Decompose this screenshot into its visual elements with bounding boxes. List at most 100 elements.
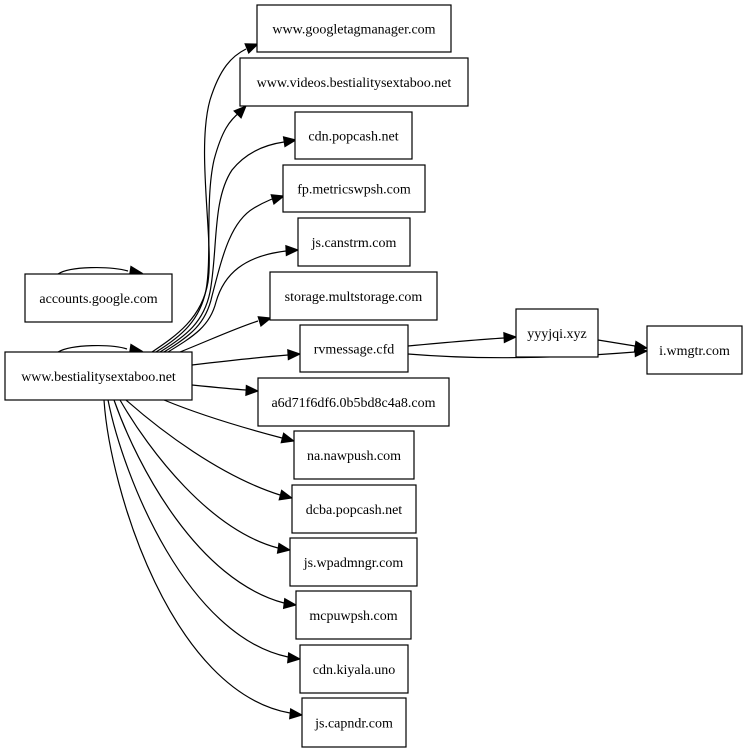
arrowhead-icon [282, 597, 298, 610]
edge-line [163, 198, 273, 353]
node-box [301, 697, 407, 748]
edge-line [167, 250, 287, 353]
node-label: cdn.popcash.net [308, 130, 398, 145]
arrowhead-icon [285, 244, 300, 257]
nodes-layer: www.bestialitysextaboo.net accounts.googl… [4, 4, 743, 748]
edge-line [163, 399, 283, 439]
edge-bestiality-to-cdnkiyala [107, 399, 302, 664]
edge-bestiality-to-nawpush [163, 399, 296, 444]
edge-line [191, 354, 289, 366]
arrowhead-icon [244, 43, 260, 54]
arrowhead-icon [278, 489, 294, 501]
node-label: cdn.kiyala.uno [313, 663, 395, 678]
node-box [299, 644, 409, 694]
node-box [282, 164, 426, 213]
node-box [295, 590, 412, 640]
arrowhead-icon [233, 105, 247, 119]
node-label: accounts.google.com [39, 292, 157, 307]
node-gtm: www.googletagmanager.com [256, 4, 452, 53]
edge-line [113, 399, 285, 604]
node-a6d7: a6d71f6df6.0b5bd8c4a8.com [257, 377, 450, 427]
edge-line [191, 384, 247, 391]
arrowhead-icon [276, 542, 292, 554]
node-rvmessage: rvmessage.cfd [299, 324, 409, 373]
node-box [646, 325, 743, 375]
node-label: rvmessage.cfd [314, 343, 394, 358]
node-videos: www.videos.bestialitysextaboo.net [239, 57, 469, 107]
node-box [297, 217, 411, 267]
edge-line [179, 320, 259, 353]
edge-bestiality-to-jscapndr [103, 399, 304, 720]
node-box [294, 111, 413, 160]
node-label: fp.metricswpsh.com [297, 183, 411, 198]
arrowhead-icon [282, 136, 298, 148]
node-cdnpopcash: cdn.popcash.net [294, 111, 413, 160]
arrowhead-icon [245, 384, 260, 397]
node-label: a6d71f6df6.0b5bd8c4a8.com [271, 396, 435, 411]
edge-bestiality-to-mcpuwpsh [113, 399, 298, 610]
edge-line [151, 48, 247, 353]
node-jswpadmngr: js.wpadmngr.com [289, 537, 418, 587]
node-jscanstrm: js.canstrm.com [297, 217, 411, 267]
arrowhead-icon [503, 331, 518, 344]
edge-line [155, 111, 241, 353]
node-accounts: accounts.google.com [24, 273, 173, 323]
node-iwmgtr: i.wmgtr.com [646, 325, 743, 375]
node-label: i.wmgtr.com [659, 344, 730, 359]
arrowhead-icon [289, 708, 304, 720]
edge-line [597, 339, 636, 347]
edge-line [125, 399, 281, 496]
node-mcpuwpsh: mcpuwpsh.com [295, 590, 412, 640]
node-cdnkiyala: cdn.kiyala.uno [299, 644, 409, 694]
node-box [515, 308, 599, 358]
node-box [291, 484, 417, 534]
node-box [4, 351, 193, 401]
node-box [257, 377, 450, 427]
arrowhead-icon [287, 652, 302, 664]
edge-line [407, 337, 505, 347]
edge-line [159, 141, 285, 353]
node-label: dcba.popcash.net [306, 503, 403, 518]
edge-line [107, 399, 289, 658]
node-bestiality: www.bestialitysextaboo.net [4, 351, 193, 401]
node-jscapndr: js.capndr.com [301, 697, 407, 748]
edge-bestiality-to-videos [155, 105, 247, 353]
node-label: na.nawpush.com [307, 449, 401, 464]
node-box [299, 324, 409, 373]
node-box [289, 537, 418, 587]
edge-bestiality-to-dcba [125, 399, 294, 501]
edge-line [57, 266, 129, 275]
edge-yyyjqi-to-iwmgtr [597, 339, 649, 352]
node-nawpush: na.nawpush.com [293, 430, 415, 480]
node-label: yyyjqi.xyz [527, 327, 587, 342]
node-label: js.wpadmngr.com [303, 556, 404, 571]
node-label: js.canstrm.com [311, 236, 397, 251]
arrowhead-icon [270, 194, 286, 206]
node-label: www.videos.bestialitysextaboo.net [257, 76, 452, 91]
node-box [293, 430, 415, 480]
node-storage: storage.multstorage.com [269, 271, 438, 321]
edge-bestiality-to-cdnpopcash [159, 136, 298, 353]
node-label: www.googletagmanager.com [272, 23, 435, 38]
node-label: www.bestialitysextaboo.net [21, 370, 176, 385]
edge-rvmessage-to-yyyjqi [407, 331, 518, 347]
node-yyyjqi: yyyjqi.xyz [515, 308, 599, 358]
edge-bestiality-to-gtm [151, 43, 260, 353]
node-box [239, 57, 469, 107]
arrowhead-icon [280, 432, 296, 444]
node-box [256, 4, 452, 53]
node-label: storage.multstorage.com [285, 290, 423, 305]
node-label: js.capndr.com [314, 717, 393, 732]
edge-bestiality-to-a6d7 [191, 384, 260, 397]
node-fpmetrics: fp.metricswpsh.com [282, 164, 426, 213]
edge-bestiality-to-storage [179, 316, 273, 353]
node-box [269, 271, 438, 321]
node-box [24, 273, 173, 323]
edge-line [103, 399, 291, 714]
edge-line [57, 344, 128, 353]
edge-bestiality-to-fpmetrics [163, 194, 286, 353]
node-label: mcpuwpsh.com [309, 609, 397, 624]
edge-bestiality-to-jscanstrm [167, 244, 300, 353]
edge-bestiality-to-rvmessage [191, 348, 302, 366]
